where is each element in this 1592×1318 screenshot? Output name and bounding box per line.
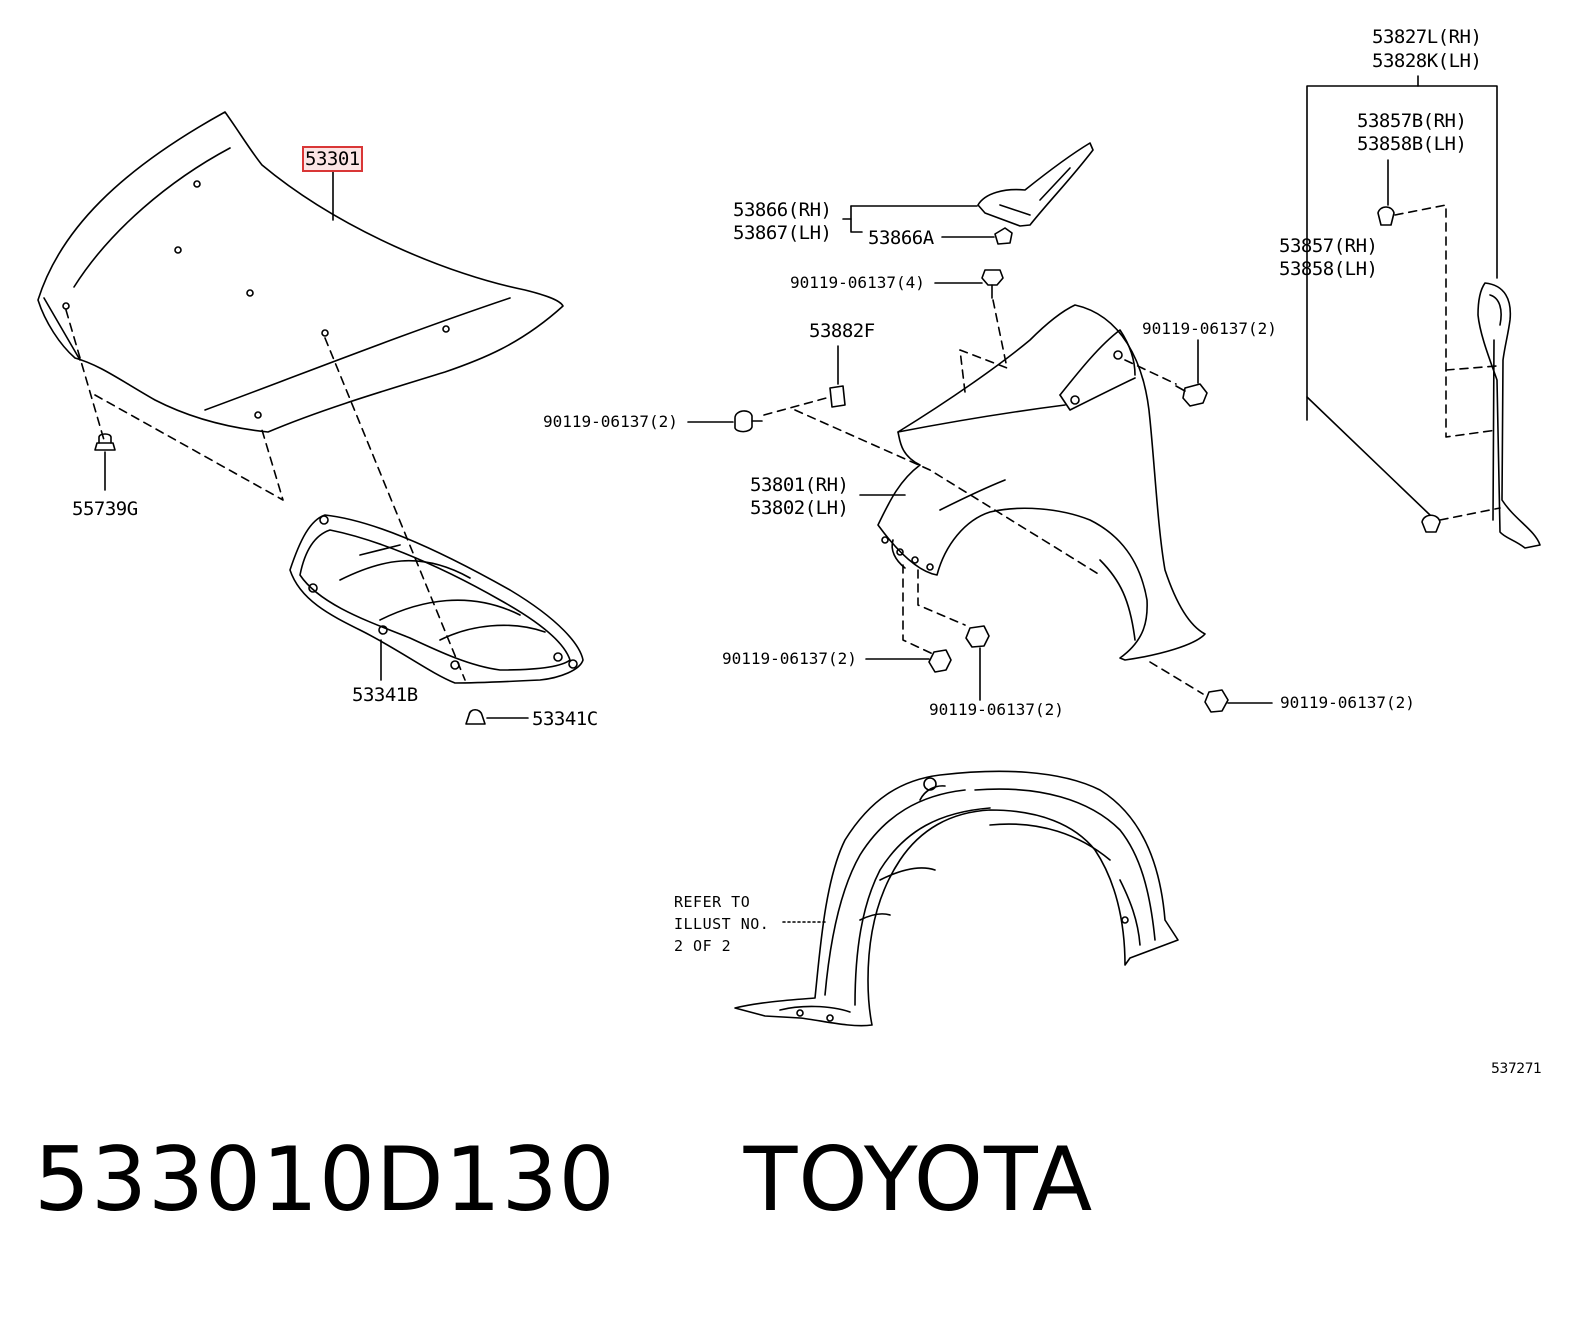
part-label-bolt-bottom-mid: 90119-06137(2) xyxy=(929,700,1064,719)
bolt-icon-bottom-right xyxy=(1205,690,1272,712)
front-fender-panel xyxy=(878,305,1205,660)
part-label-bracket-clip: 53866A xyxy=(868,227,934,249)
bolt-icon-top xyxy=(935,270,1003,298)
part-label-bolt-bottom-left: 90119-06137(2) xyxy=(722,649,857,668)
hood-clip-icon xyxy=(95,434,115,490)
part-label-seal-lh: 53828K(LH) xyxy=(1372,50,1482,72)
part-label-seal-rh: 53827L(RH) xyxy=(1372,26,1482,48)
product-caption: 533010D130 TOYOTA xyxy=(34,1128,1093,1231)
reference-note-line-1: REFER TO xyxy=(674,893,751,911)
part-label-hood-clip: 55739G xyxy=(72,498,138,520)
part-label-clip-lh: 53858(LH) xyxy=(1279,258,1378,280)
caption-part-number: 533010D130 xyxy=(34,1128,616,1231)
pad-icon xyxy=(830,346,845,407)
part-label-hood-insulator: 53341B xyxy=(352,684,418,706)
part-label-bolt-right-upper: 90119-06137(2) xyxy=(1142,319,1277,338)
part-label-hood: 53301 xyxy=(302,146,363,172)
part-label-clip-b-rh: 53857B(RH) xyxy=(1357,110,1467,132)
highlighted-part-number: 53301 xyxy=(302,146,363,172)
part-label-bolt-left: 90119-06137(2) xyxy=(543,412,678,431)
reference-note-line-2: ILLUST NO. xyxy=(674,915,770,933)
insulator-clip-icon xyxy=(466,710,528,724)
reference-note-line-3: 2 OF 2 xyxy=(674,937,732,955)
hood-dashed-lines xyxy=(66,310,465,680)
bolt-icon-bottom-mid xyxy=(966,626,989,700)
part-label-clip-rh: 53857(RH) xyxy=(1279,235,1378,257)
caption-brand: TOYOTA xyxy=(743,1128,1094,1231)
part-label-fender-bracket-lh: 53867(LH) xyxy=(733,222,832,244)
fender-bracket-icon xyxy=(978,143,1093,244)
bolt-icon-bottom-left xyxy=(866,650,951,672)
seal-strip-icon xyxy=(1478,283,1540,548)
part-label-pad: 53882F xyxy=(809,320,875,342)
hood-panel xyxy=(38,112,563,432)
part-label-fender-bracket-rh: 53866(RH) xyxy=(733,199,832,221)
part-label-fender-rh: 53801(RH) xyxy=(750,474,849,496)
bolt-icon-left xyxy=(688,411,762,432)
bolt-icon-right-upper xyxy=(1176,340,1207,406)
part-label-fender-lh: 53802(LH) xyxy=(750,497,849,519)
illustration-code: 537271 xyxy=(1491,1061,1542,1077)
part-label-insulator-clip: 53341C xyxy=(532,708,598,730)
fender-liner-panel xyxy=(735,771,1178,1025)
seal-clip-icon-upper xyxy=(1378,207,1394,225)
part-label-clip-b-lh: 53858B(LH) xyxy=(1357,133,1467,155)
hood-insulator-panel xyxy=(290,515,583,683)
part-label-bolt-top: 90119-06137(4) xyxy=(790,273,925,292)
seal-clip-icon-lower xyxy=(1422,515,1440,532)
part-label-bolt-bottom-right: 90119-06137(2) xyxy=(1280,693,1415,712)
